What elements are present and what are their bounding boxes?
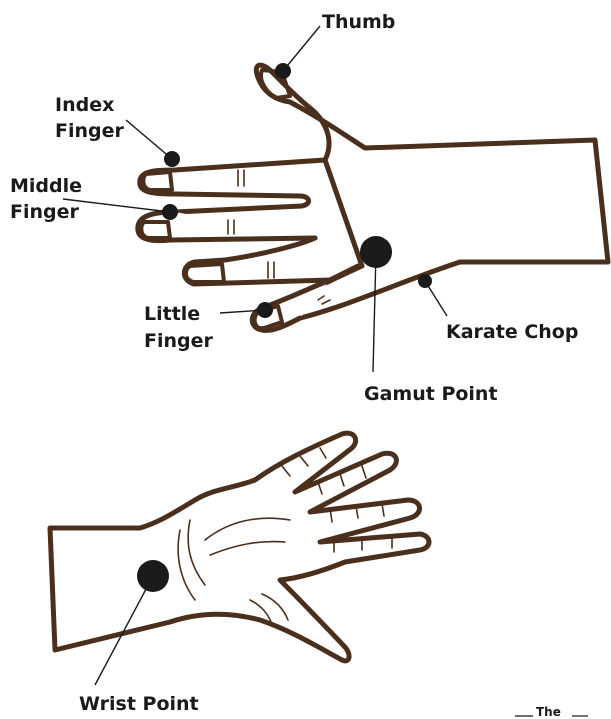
palm-outline: [50, 433, 429, 661]
wrist-point: [137, 560, 169, 592]
corner-text: The: [536, 705, 561, 719]
corner-logo: The: [515, 705, 588, 719]
back-of-hand-illustration: [138, 65, 608, 330]
middle-finger-label-line1: Middle: [10, 175, 82, 197]
little-finger-point: [257, 302, 273, 318]
palm-illustration: [50, 433, 429, 661]
thumb-point: [275, 63, 291, 79]
wrist-point-label: Wrist Point: [79, 693, 199, 715]
thumb-leader: [283, 26, 320, 71]
middle-finger-label-line2: Finger: [10, 201, 80, 223]
index-finger: [140, 160, 325, 212]
index-finger-label-line1: Index: [55, 94, 114, 116]
gamut-point: [360, 236, 392, 268]
karate-chop-point: [418, 274, 432, 288]
karate-chop-label: Karate Chop: [446, 321, 578, 343]
little-finger-label-line1: Little: [144, 303, 200, 325]
thumb-label: Thumb: [322, 11, 395, 33]
middle-finger-leader: [63, 199, 170, 212]
little-finger-label-line2: Finger: [144, 330, 214, 352]
index-finger-point: [164, 151, 180, 167]
index-finger-leader: [126, 120, 172, 159]
gamut-point-label: Gamut Point: [364, 383, 498, 405]
middle-finger-point: [162, 204, 178, 220]
ring-finger: [184, 238, 358, 284]
index-finger-label-line2: Finger: [55, 120, 125, 142]
